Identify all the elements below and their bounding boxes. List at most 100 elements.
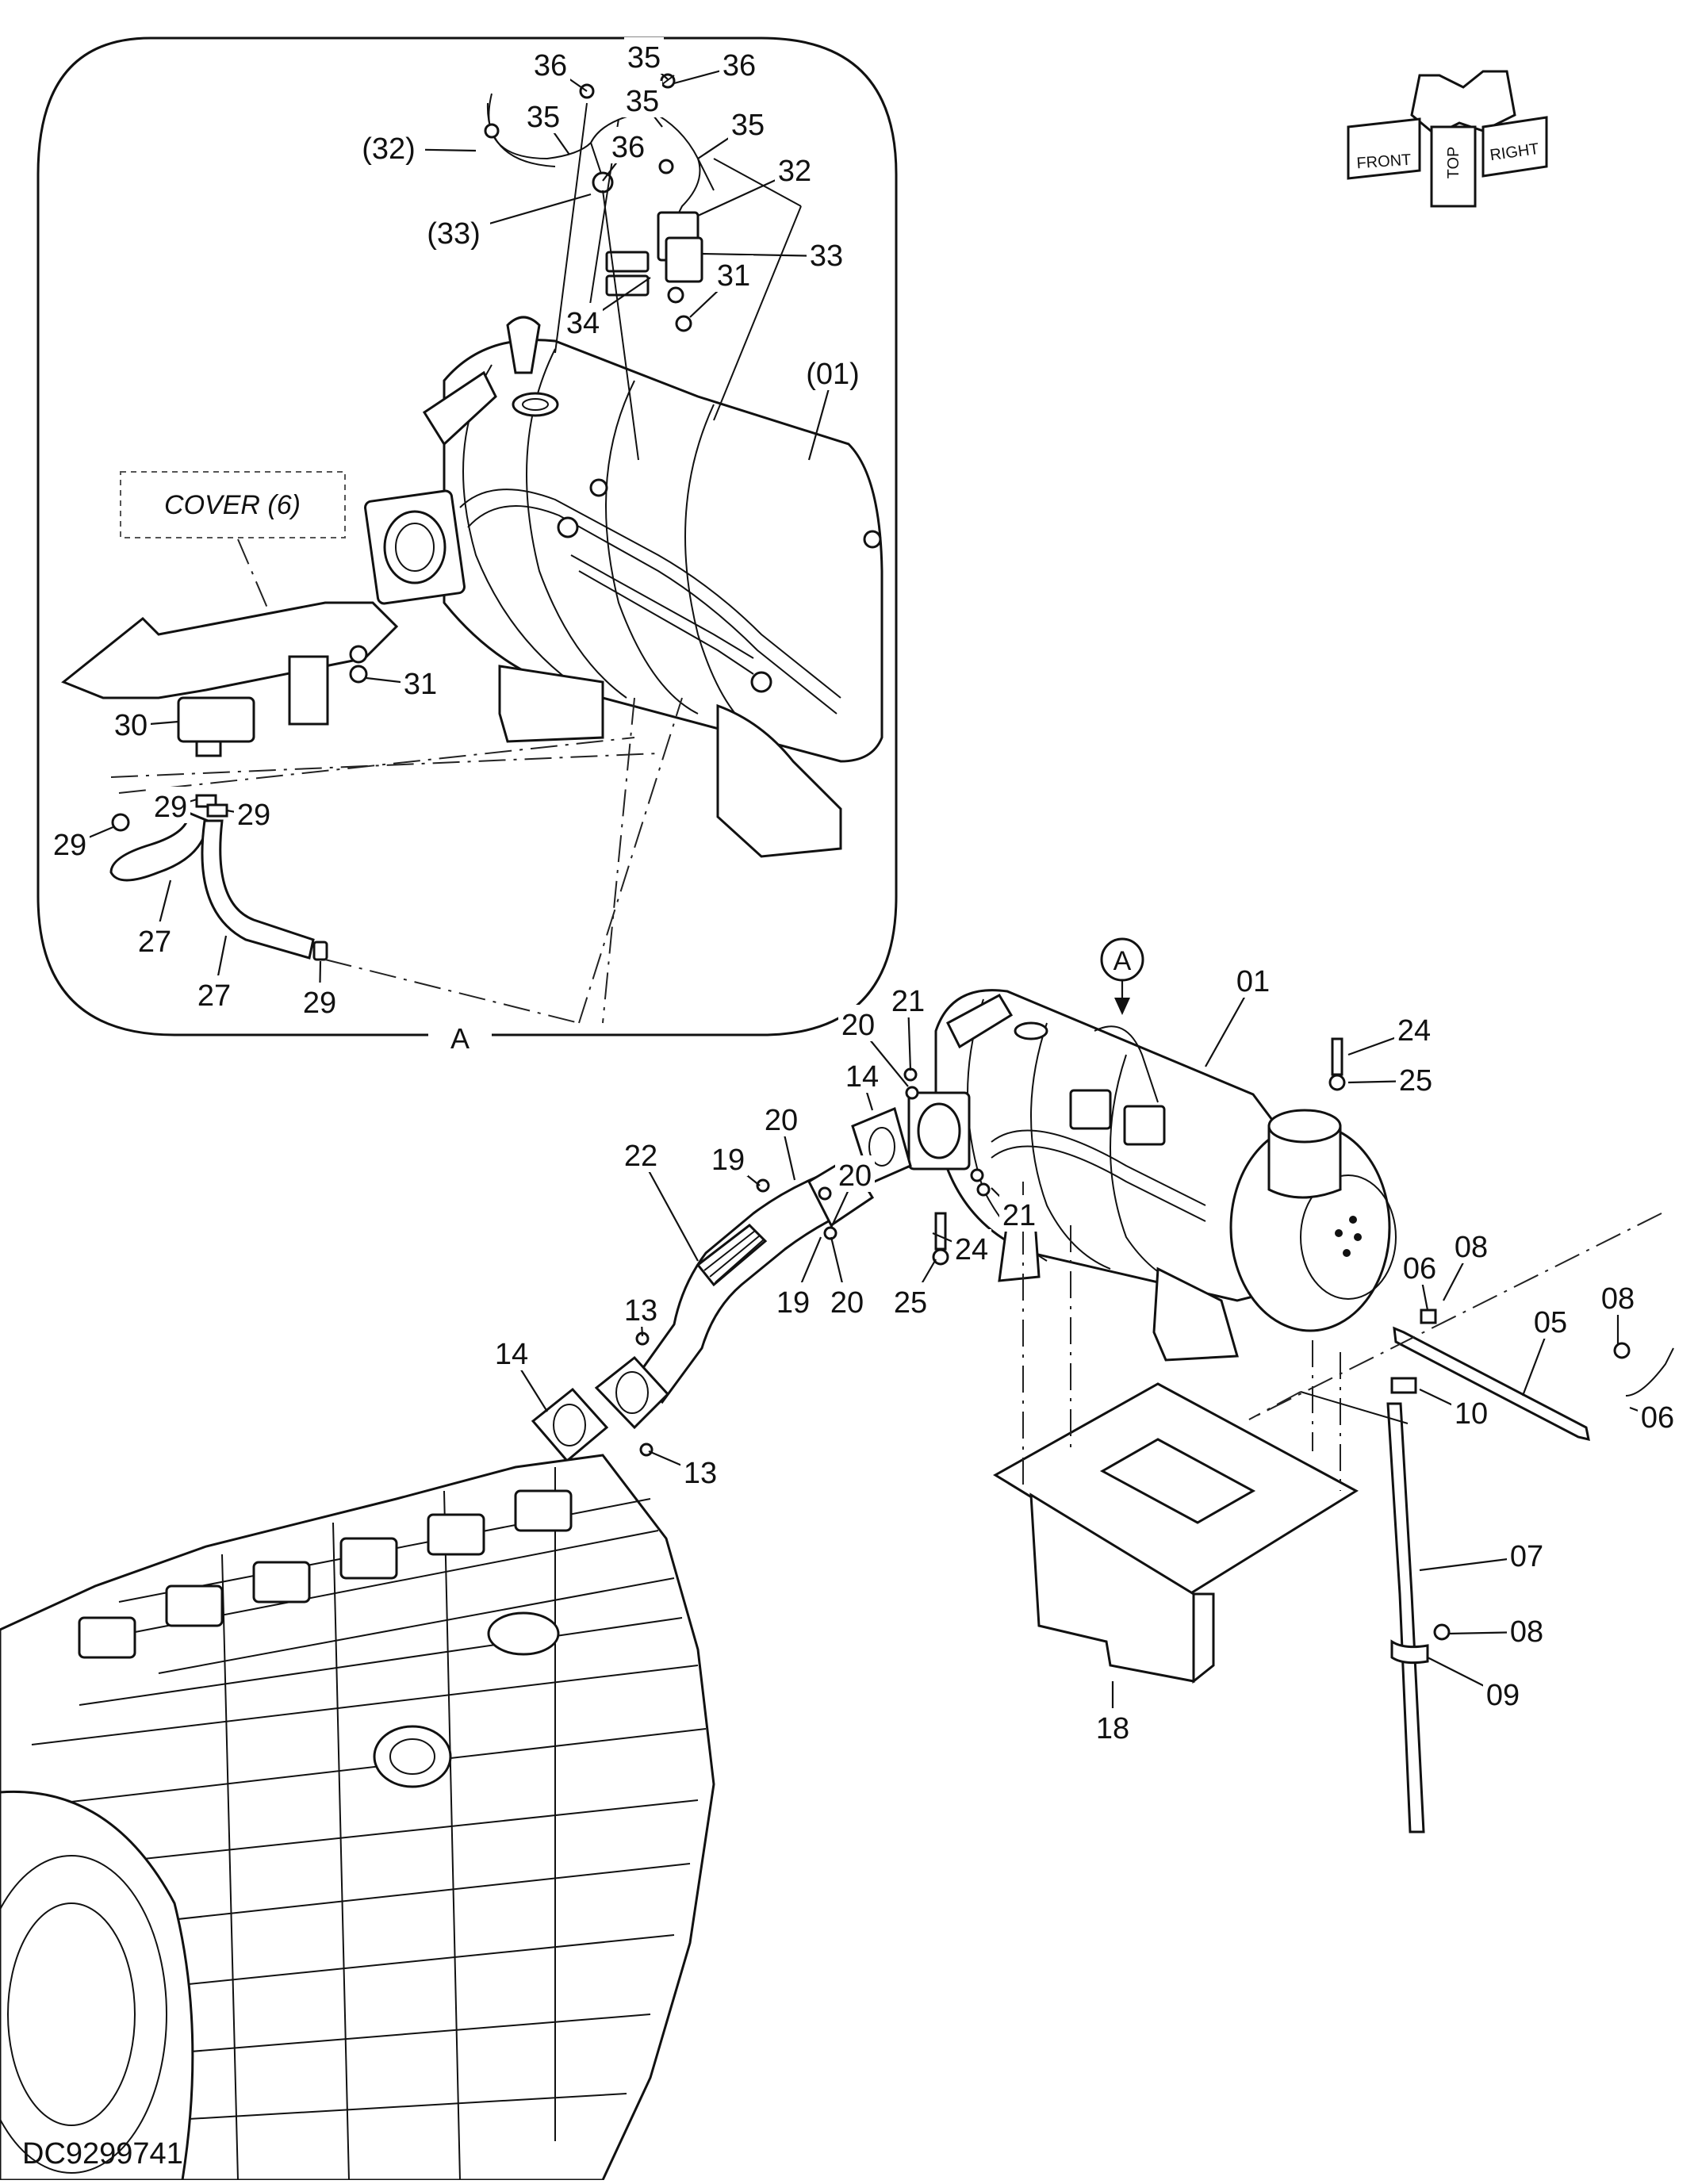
callout-19: 19 bbox=[711, 1144, 745, 1177]
callout-bg bbox=[1093, 1708, 1133, 1745]
callout-27: 27 bbox=[138, 925, 171, 959]
callout-bg bbox=[680, 1453, 720, 1489]
callout-36: 36 bbox=[723, 49, 756, 82]
callout-35: 35 bbox=[527, 101, 560, 134]
callout-33: 33 bbox=[810, 239, 843, 273]
callout-bg bbox=[1507, 1611, 1547, 1648]
callout-bg bbox=[563, 303, 603, 339]
callout-08: 08 bbox=[1455, 1231, 1488, 1264]
callout-13: 13 bbox=[684, 1457, 717, 1490]
callout-bg bbox=[719, 45, 759, 82]
orientation-top-label: TOP bbox=[1445, 147, 1462, 179]
callout-bg bbox=[807, 236, 846, 272]
drawing-code: DC9299741 bbox=[22, 2137, 183, 2171]
callout-36: 36 bbox=[611, 131, 645, 164]
engine bbox=[0, 1454, 715, 2182]
callout-21: 21 bbox=[891, 985, 925, 1018]
callout-24: 24 bbox=[955, 1233, 988, 1266]
callout-bg bbox=[352, 128, 425, 165]
callout-bg bbox=[1483, 1675, 1523, 1711]
callout-bg bbox=[621, 1290, 661, 1327]
callout-31: 31 bbox=[717, 259, 750, 293]
callout-bg bbox=[111, 705, 151, 741]
callout-leader bbox=[701, 252, 827, 258]
callout-bg bbox=[624, 37, 664, 74]
callout-21: 21 bbox=[1002, 1199, 1036, 1232]
callout-bg bbox=[1396, 1060, 1435, 1097]
callout-08: 08 bbox=[1510, 1615, 1543, 1649]
detail-lower-parts bbox=[61, 601, 683, 1024]
callout-bg bbox=[50, 825, 90, 861]
callout-10: 10 bbox=[1455, 1397, 1488, 1431]
callout-bg bbox=[401, 664, 440, 700]
callout-bg bbox=[608, 127, 648, 163]
callout-bg bbox=[827, 1282, 867, 1319]
callout-25: 25 bbox=[894, 1286, 927, 1320]
callout-25: 25 bbox=[1399, 1064, 1432, 1098]
callout-ref-32ref-: (32) bbox=[362, 132, 416, 166]
callout-bg bbox=[888, 981, 928, 1017]
callout-01: 01 bbox=[1236, 965, 1270, 998]
callout-09: 09 bbox=[1486, 1679, 1520, 1712]
callout-bg bbox=[891, 1282, 930, 1319]
callout-bg bbox=[838, 1005, 878, 1041]
callout-35: 35 bbox=[626, 85, 659, 118]
callout-29: 29 bbox=[53, 829, 86, 862]
callout-35: 35 bbox=[731, 109, 765, 142]
callout-bg bbox=[135, 921, 174, 958]
callout-bg bbox=[775, 151, 815, 187]
callout-20: 20 bbox=[841, 1009, 875, 1042]
callout-bg bbox=[773, 1282, 813, 1319]
callout-20: 20 bbox=[838, 1159, 872, 1193]
callout-bg bbox=[999, 1195, 1039, 1232]
callout-bg bbox=[523, 97, 563, 133]
callout-bg bbox=[417, 213, 490, 250]
callout-29: 29 bbox=[154, 791, 187, 824]
callout-34: 34 bbox=[566, 307, 600, 340]
detail-a-frame: A bbox=[36, 36, 898, 1055]
callout-bg bbox=[492, 1334, 531, 1370]
callout-leaders bbox=[69, 57, 1658, 1729]
view-a-marker-label: A bbox=[1113, 946, 1132, 976]
callout-32: 32 bbox=[778, 155, 811, 188]
callout-bg bbox=[1638, 1397, 1677, 1434]
callout-07: 07 bbox=[1510, 1540, 1543, 1573]
callout-13: 13 bbox=[624, 1294, 657, 1328]
callout-bg bbox=[796, 354, 869, 390]
main-stand bbox=[993, 1182, 1359, 1684]
callout-24: 24 bbox=[1397, 1014, 1431, 1048]
orientation-front-label: FRONT bbox=[1356, 151, 1412, 173]
view-a-marker: A bbox=[1100, 937, 1144, 1015]
callout-14: 14 bbox=[845, 1060, 879, 1094]
callout-bg bbox=[761, 1100, 801, 1136]
callout-bg bbox=[835, 1155, 875, 1192]
callout-20: 20 bbox=[765, 1104, 798, 1137]
callout-bg bbox=[952, 1229, 991, 1266]
callout-06: 06 bbox=[1641, 1401, 1674, 1435]
callout-31: 31 bbox=[404, 668, 437, 701]
callout-06: 06 bbox=[1403, 1252, 1436, 1285]
callout-bg bbox=[151, 787, 190, 823]
callout-bg bbox=[1451, 1227, 1491, 1263]
callout-08: 08 bbox=[1601, 1282, 1635, 1316]
callout-30: 30 bbox=[114, 709, 148, 742]
callout-22: 22 bbox=[624, 1140, 657, 1173]
callout-bg bbox=[842, 1056, 882, 1093]
callout-27: 27 bbox=[197, 979, 231, 1013]
callout-bg bbox=[714, 255, 753, 292]
callout-bg bbox=[1598, 1278, 1638, 1315]
callout-bg bbox=[1451, 1393, 1491, 1430]
detail-harness bbox=[484, 73, 802, 461]
callout-bg bbox=[728, 105, 768, 141]
callout-bg bbox=[621, 1136, 661, 1172]
main-exhaust-pipe bbox=[531, 1037, 1346, 1463]
callout-29: 29 bbox=[237, 799, 270, 832]
callout-bg bbox=[1507, 1536, 1547, 1573]
callout-bg bbox=[194, 975, 234, 1012]
callout-36: 36 bbox=[534, 49, 567, 82]
callout-bg bbox=[234, 795, 274, 831]
callout-leader bbox=[640, 1155, 699, 1262]
callout-bg bbox=[300, 983, 339, 1019]
callout-ref-01ref-: (01) bbox=[806, 358, 860, 391]
